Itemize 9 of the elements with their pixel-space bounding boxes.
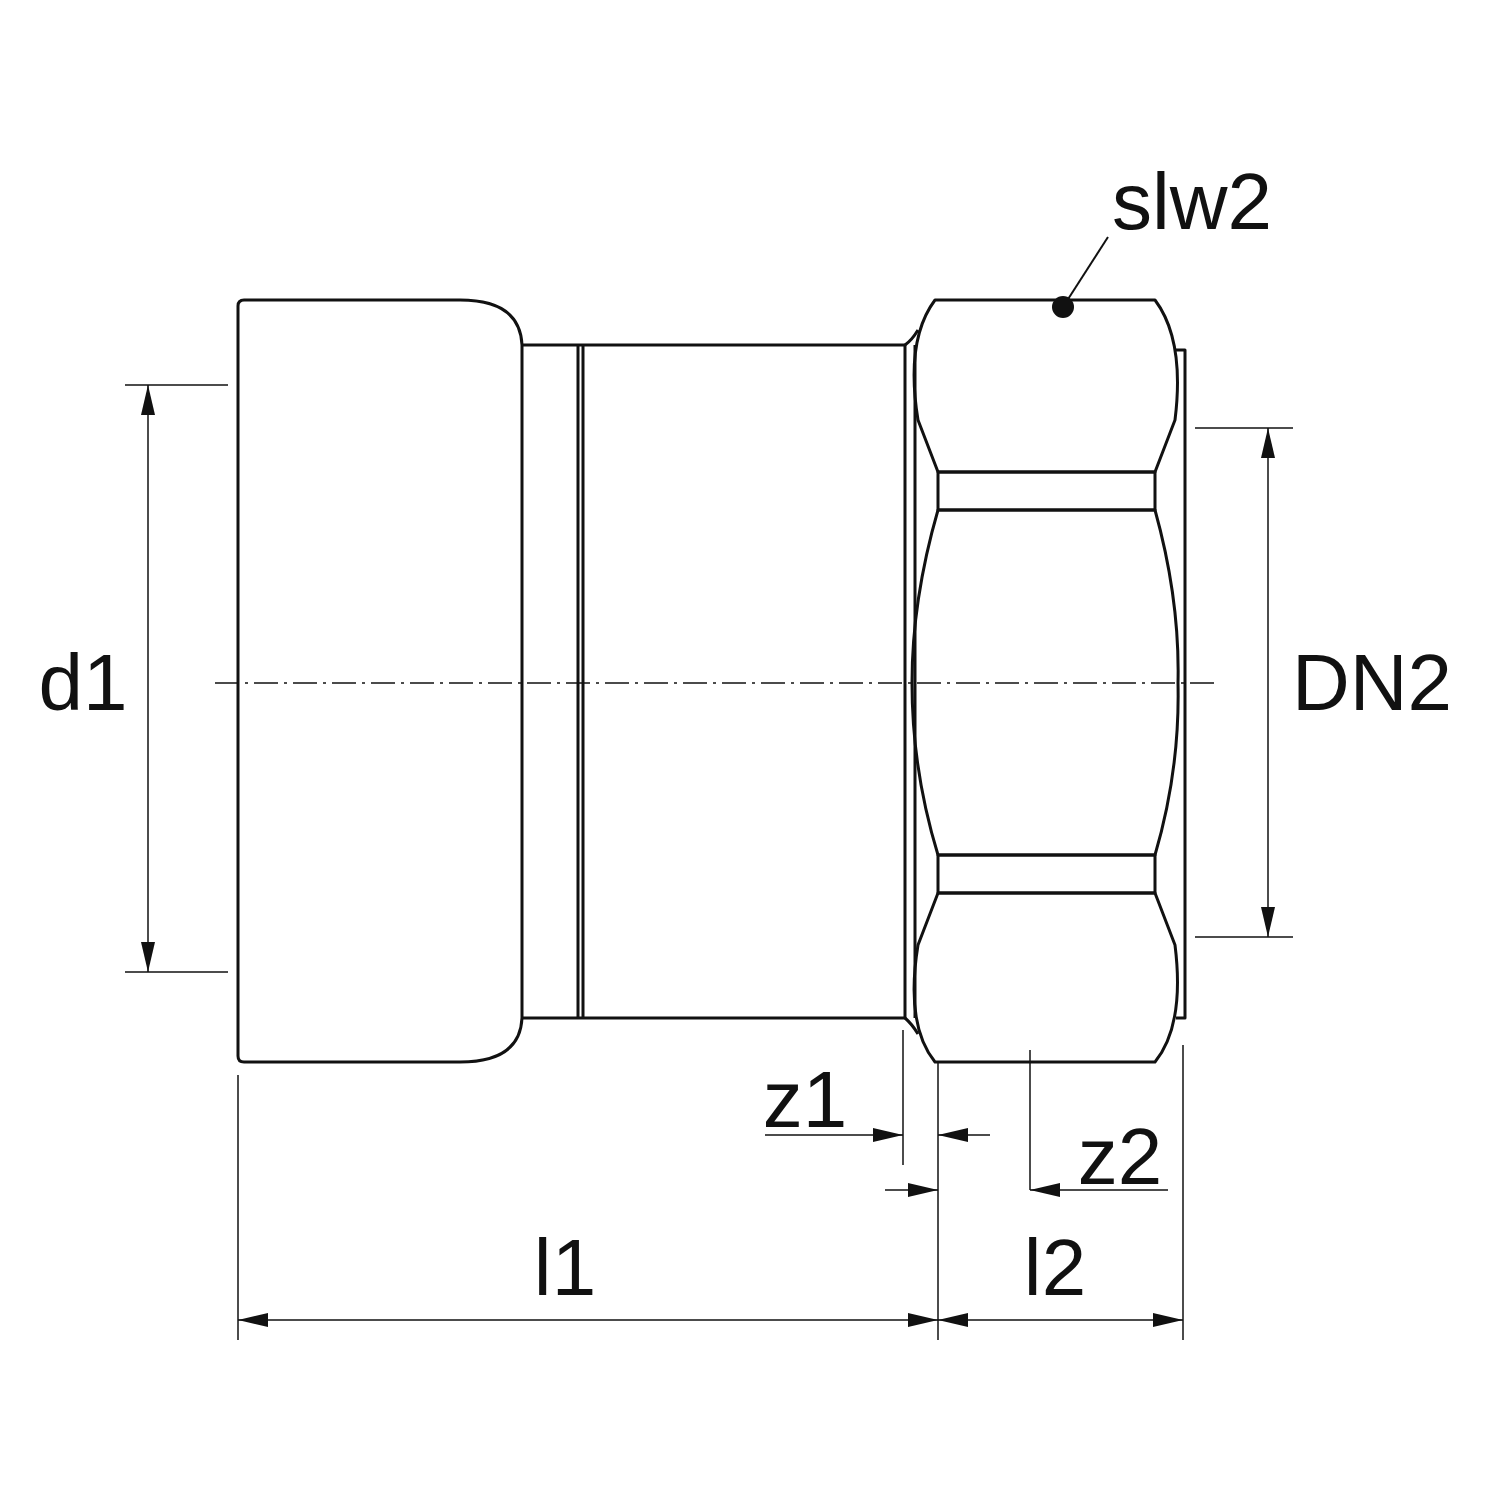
dimension-label: d1: [38, 643, 128, 723]
dimension-label: DN2: [1292, 643, 1452, 723]
dimension-label: z1: [762, 1060, 848, 1140]
leader-line: [1052, 236, 1109, 318]
dimension-label: z2: [1077, 1117, 1163, 1197]
dimension-label: l2: [1023, 1228, 1087, 1308]
dimension-label: l1: [533, 1228, 597, 1308]
hex-nut-drawing: [910, 298, 1187, 1064]
callout-label: slw2: [1112, 162, 1272, 242]
